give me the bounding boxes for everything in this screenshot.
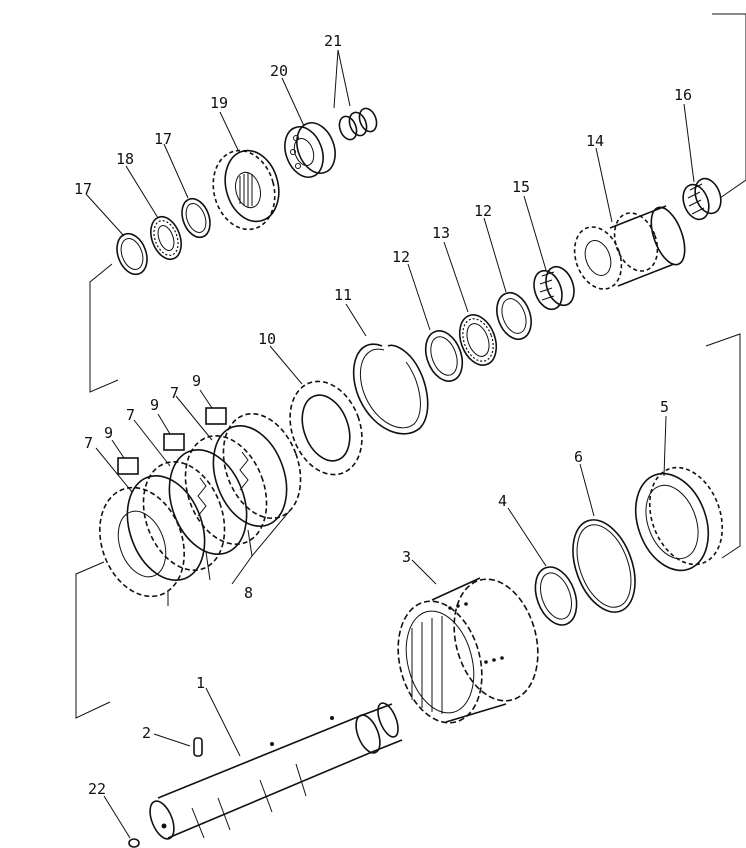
label-part-9-a: 9 xyxy=(104,424,113,442)
label-part-10: 10 xyxy=(258,330,276,348)
label-part-18: 18 xyxy=(116,150,134,168)
callout-labels: 1 2 3 4 5 6 7 7 7 8 9 9 9 10 11 12 12 13… xyxy=(74,32,692,798)
label-part-1: 1 xyxy=(196,674,205,692)
label-part-14: 14 xyxy=(586,132,604,150)
part-17-washer-left xyxy=(116,232,148,276)
part-14-gear-hub xyxy=(573,205,686,290)
label-part-7-c: 7 xyxy=(170,384,179,402)
part-21-snap-rings xyxy=(338,107,378,141)
part-6-seal-ring xyxy=(572,519,636,613)
label-part-21: 21 xyxy=(324,32,342,50)
part-1-main-shaft xyxy=(149,702,403,840)
bracket-left-lower xyxy=(75,561,111,719)
label-part-9-b: 9 xyxy=(150,396,159,414)
leader-lines xyxy=(85,49,695,839)
bracket-left-upper xyxy=(89,263,119,393)
part-10-gear-plate xyxy=(289,380,363,476)
label-part-9-c: 9 xyxy=(192,372,201,390)
label-part-16: 16 xyxy=(674,86,692,104)
part-12-washer-a xyxy=(424,330,464,382)
label-part-17-b: 17 xyxy=(154,130,172,148)
label-part-7-b: 7 xyxy=(126,406,135,424)
label-part-22: 22 xyxy=(88,780,106,798)
part-16-needle-bearing xyxy=(682,177,722,221)
bracket-top-right xyxy=(712,13,746,199)
part-13-thrust-bearing xyxy=(458,314,498,366)
clutch-disc-stack xyxy=(99,412,302,598)
label-part-7-a: 7 xyxy=(84,434,93,452)
part-8-bracket-lines xyxy=(167,507,293,606)
label-part-3: 3 xyxy=(402,548,411,566)
bracket-right-middle xyxy=(705,333,741,559)
label-part-19: 19 xyxy=(210,94,228,112)
label-part-2: 2 xyxy=(142,724,151,742)
part-20-ball-bearing xyxy=(284,122,336,178)
label-part-17-a: 17 xyxy=(74,180,92,198)
part-2-pin xyxy=(193,737,203,757)
label-part-15: 15 xyxy=(512,178,530,196)
part-17-washer-right xyxy=(181,197,211,239)
label-part-13: 13 xyxy=(432,224,450,242)
label-part-4: 4 xyxy=(498,492,507,510)
part-19-gear xyxy=(212,149,280,231)
part-4-washer xyxy=(534,566,578,626)
label-part-5: 5 xyxy=(660,398,669,416)
label-part-6: 6 xyxy=(574,448,583,466)
part-22-plug xyxy=(128,838,140,848)
part-11-snap-ring xyxy=(352,343,429,435)
label-part-8: 8 xyxy=(244,584,253,602)
label-part-12-b: 12 xyxy=(474,202,492,220)
label-part-11: 11 xyxy=(334,286,352,304)
label-part-12-a: 12 xyxy=(392,248,410,266)
bracket-lines xyxy=(75,13,746,719)
part-18-thrust-bearing xyxy=(150,215,182,261)
part-3-clutch-drum xyxy=(397,577,539,724)
label-part-20: 20 xyxy=(270,62,288,80)
part-12-washer-b xyxy=(496,291,532,341)
part-5-piston xyxy=(634,466,724,572)
spacer-blocks xyxy=(117,407,227,475)
part-15-needle-bearing xyxy=(533,265,575,311)
